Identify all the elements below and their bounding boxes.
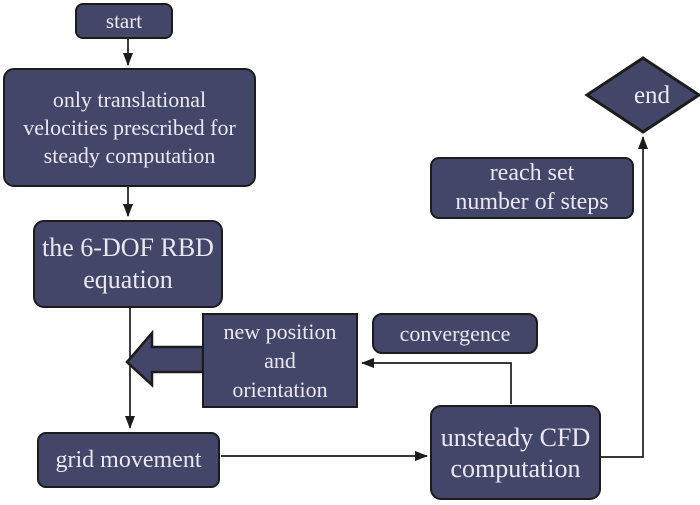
node-label-line: velocities prescribed for [23, 114, 236, 140]
node-steady-computation: only translational velocities prescribed… [3, 68, 256, 187]
node-label-line: orientation [232, 377, 328, 402]
node-new-position-orientation: new position and orientation [202, 313, 358, 408]
node-grid-movement: grid movement [37, 432, 220, 488]
node-label-line: the 6-DOF RBD [42, 233, 214, 262]
node-start: start [75, 3, 173, 39]
node-label-line: only translational [52, 86, 207, 112]
node-label-line: and [264, 348, 296, 373]
edge-cfd-to-end [601, 136, 648, 458]
node-label-line: new position [223, 319, 337, 344]
node-convergence: convergence [372, 313, 538, 354]
node-label-line: number of steps [455, 189, 609, 215]
node-label-line: computation [450, 453, 581, 483]
node-end-label: end [603, 81, 693, 111]
edge-cfd-to-newposition-convergence [361, 358, 512, 404]
end-diamond [584, 56, 700, 134]
node-label-line: equation [83, 265, 173, 294]
node-label-line: convergence [399, 320, 511, 346]
node-unsteady-cfd: unsteady CFD computation [430, 405, 601, 500]
block-arrow-newposition-feedback [125, 329, 205, 388]
node-label-line: reach set [489, 160, 575, 186]
node-reach-set-steps: reach set number of steps [430, 157, 634, 219]
node-label-line: end [633, 82, 671, 109]
node-label-line: start [105, 8, 143, 33]
node-label-line: unsteady CFD [440, 422, 591, 452]
node-label-line: steady computation [43, 142, 216, 168]
node-label-line: grid movement [55, 446, 202, 473]
node-rbd-equation: the 6-DOF RBD equation [33, 220, 223, 308]
